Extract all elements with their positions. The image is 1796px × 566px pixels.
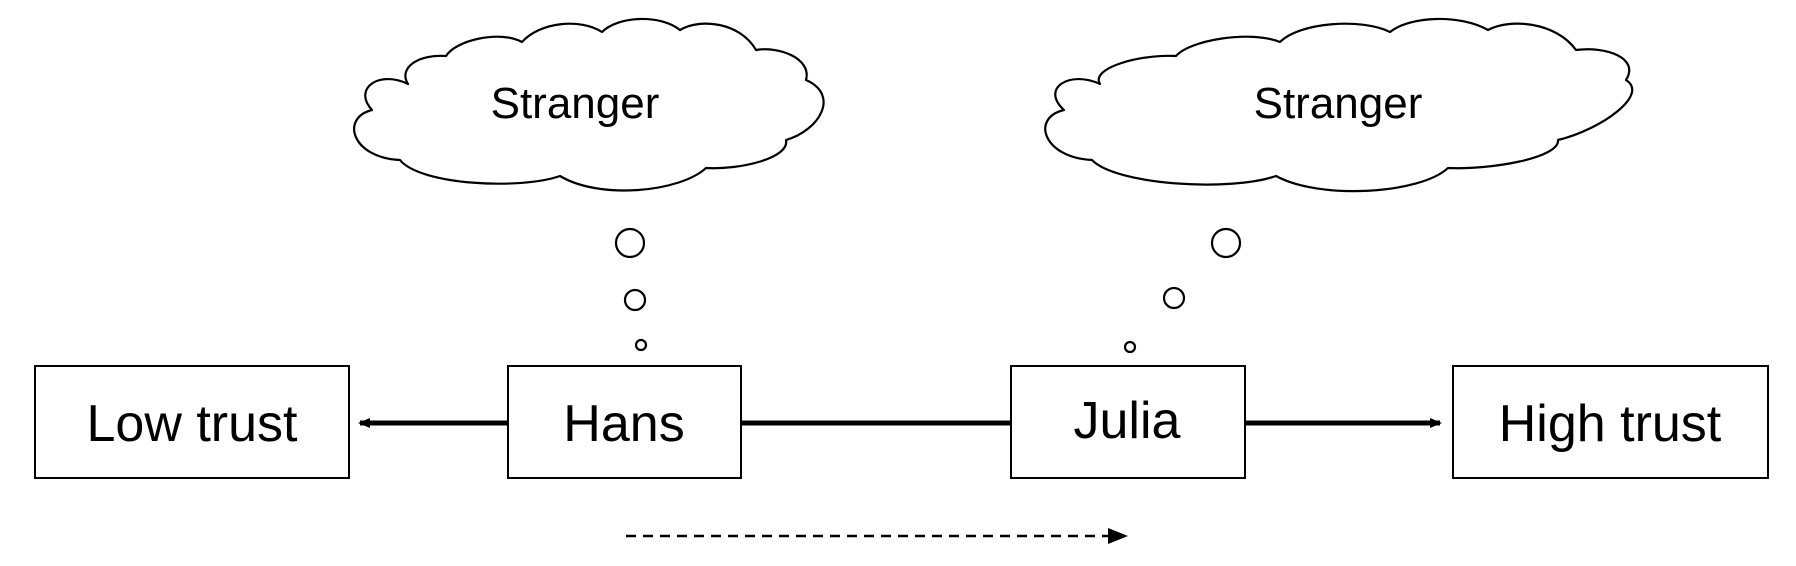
low-trust-box: Low trust (34, 365, 350, 479)
thought-bubble-large (1210, 227, 1242, 259)
julia-label: Julia (1074, 392, 1181, 450)
julia-box: Julia (1010, 365, 1246, 479)
high-trust-box: High trust (1452, 365, 1769, 479)
thought-bubble-medium (1162, 286, 1186, 310)
hans-thought-cloud: Stranger (353, 17, 825, 352)
hans-label: Hans (563, 395, 684, 453)
julia-thought-cloud: Stranger (1044, 17, 1634, 354)
cloud-shape (353, 17, 825, 192)
hans-thought-label: Stranger (491, 79, 660, 128)
dashed-movement-arrow (626, 528, 1128, 544)
thought-bubble-large (614, 227, 646, 259)
thought-bubble-small (634, 338, 648, 352)
cloud-shape (1044, 17, 1634, 193)
thought-bubble-small (1123, 340, 1137, 354)
high-trust-label: High trust (1499, 395, 1722, 453)
low-trust-label: Low trust (87, 395, 299, 453)
hans-box: Hans (507, 365, 742, 479)
julia-thought-label: Stranger (1254, 79, 1423, 128)
thought-bubble-medium (623, 288, 647, 312)
